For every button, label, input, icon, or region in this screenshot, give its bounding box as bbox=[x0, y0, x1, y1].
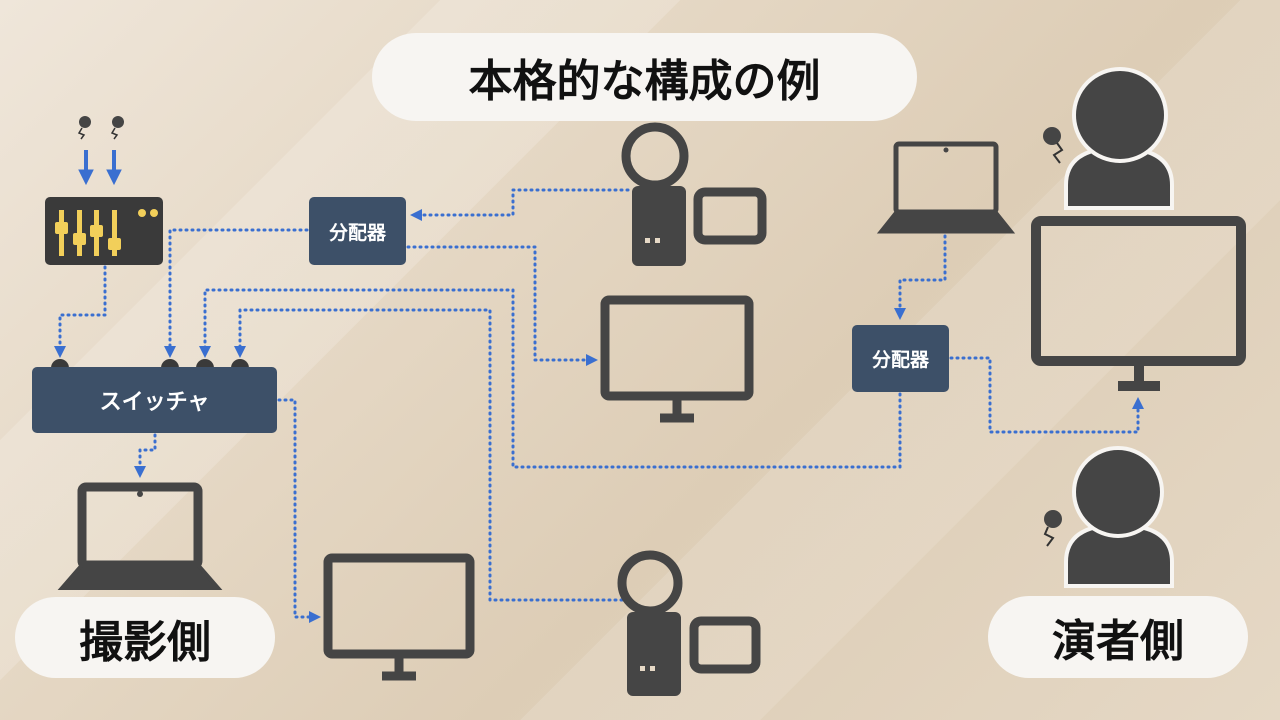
audio-mixer-icon bbox=[45, 197, 163, 265]
camera2-to-switcher-line bbox=[234, 308, 624, 602]
mic-icon bbox=[77, 116, 91, 140]
camera1-to-distributor1-line bbox=[410, 188, 630, 221]
distributor-box: 分配器 bbox=[309, 197, 406, 265]
person-icon bbox=[1064, 446, 1174, 588]
performer-side-label: 演者側 bbox=[988, 596, 1248, 678]
mic-icon bbox=[110, 116, 124, 140]
mixer-to-switcher-line bbox=[54, 265, 107, 358]
switcher-to-monitor2-line bbox=[277, 398, 321, 623]
distributor2-to-switcher-line bbox=[199, 288, 902, 469]
camera-body bbox=[632, 186, 686, 266]
laptop-icon bbox=[57, 482, 223, 590]
laptop-icon bbox=[876, 141, 1016, 234]
laptop-to-distributor2-line bbox=[894, 234, 947, 320]
video-camera-icon bbox=[617, 550, 761, 674]
mic-icon bbox=[1043, 127, 1064, 164]
distributor-box: 分配器 bbox=[852, 325, 949, 392]
arrow-down-icon bbox=[78, 150, 122, 186]
camera-side-label: 撮影側 bbox=[15, 597, 275, 678]
monitor-icon bbox=[600, 295, 754, 423]
page-title: 本格的な構成の例 bbox=[372, 33, 917, 121]
distributor2-to-monitor-line bbox=[949, 356, 1144, 434]
video-camera-icon bbox=[621, 122, 767, 245]
monitor-icon bbox=[1031, 216, 1246, 391]
monitor-icon bbox=[323, 553, 475, 681]
camera-body bbox=[627, 612, 681, 696]
mic-icon bbox=[1043, 510, 1062, 547]
distributor1-to-monitor1-line bbox=[406, 245, 598, 366]
person-icon bbox=[1064, 67, 1174, 210]
distributor1-to-switcher-line bbox=[164, 228, 309, 358]
connection-lines bbox=[54, 188, 1144, 623]
switcher-box: スイッチャ bbox=[32, 367, 277, 433]
switcher-to-laptop-line bbox=[134, 433, 157, 478]
